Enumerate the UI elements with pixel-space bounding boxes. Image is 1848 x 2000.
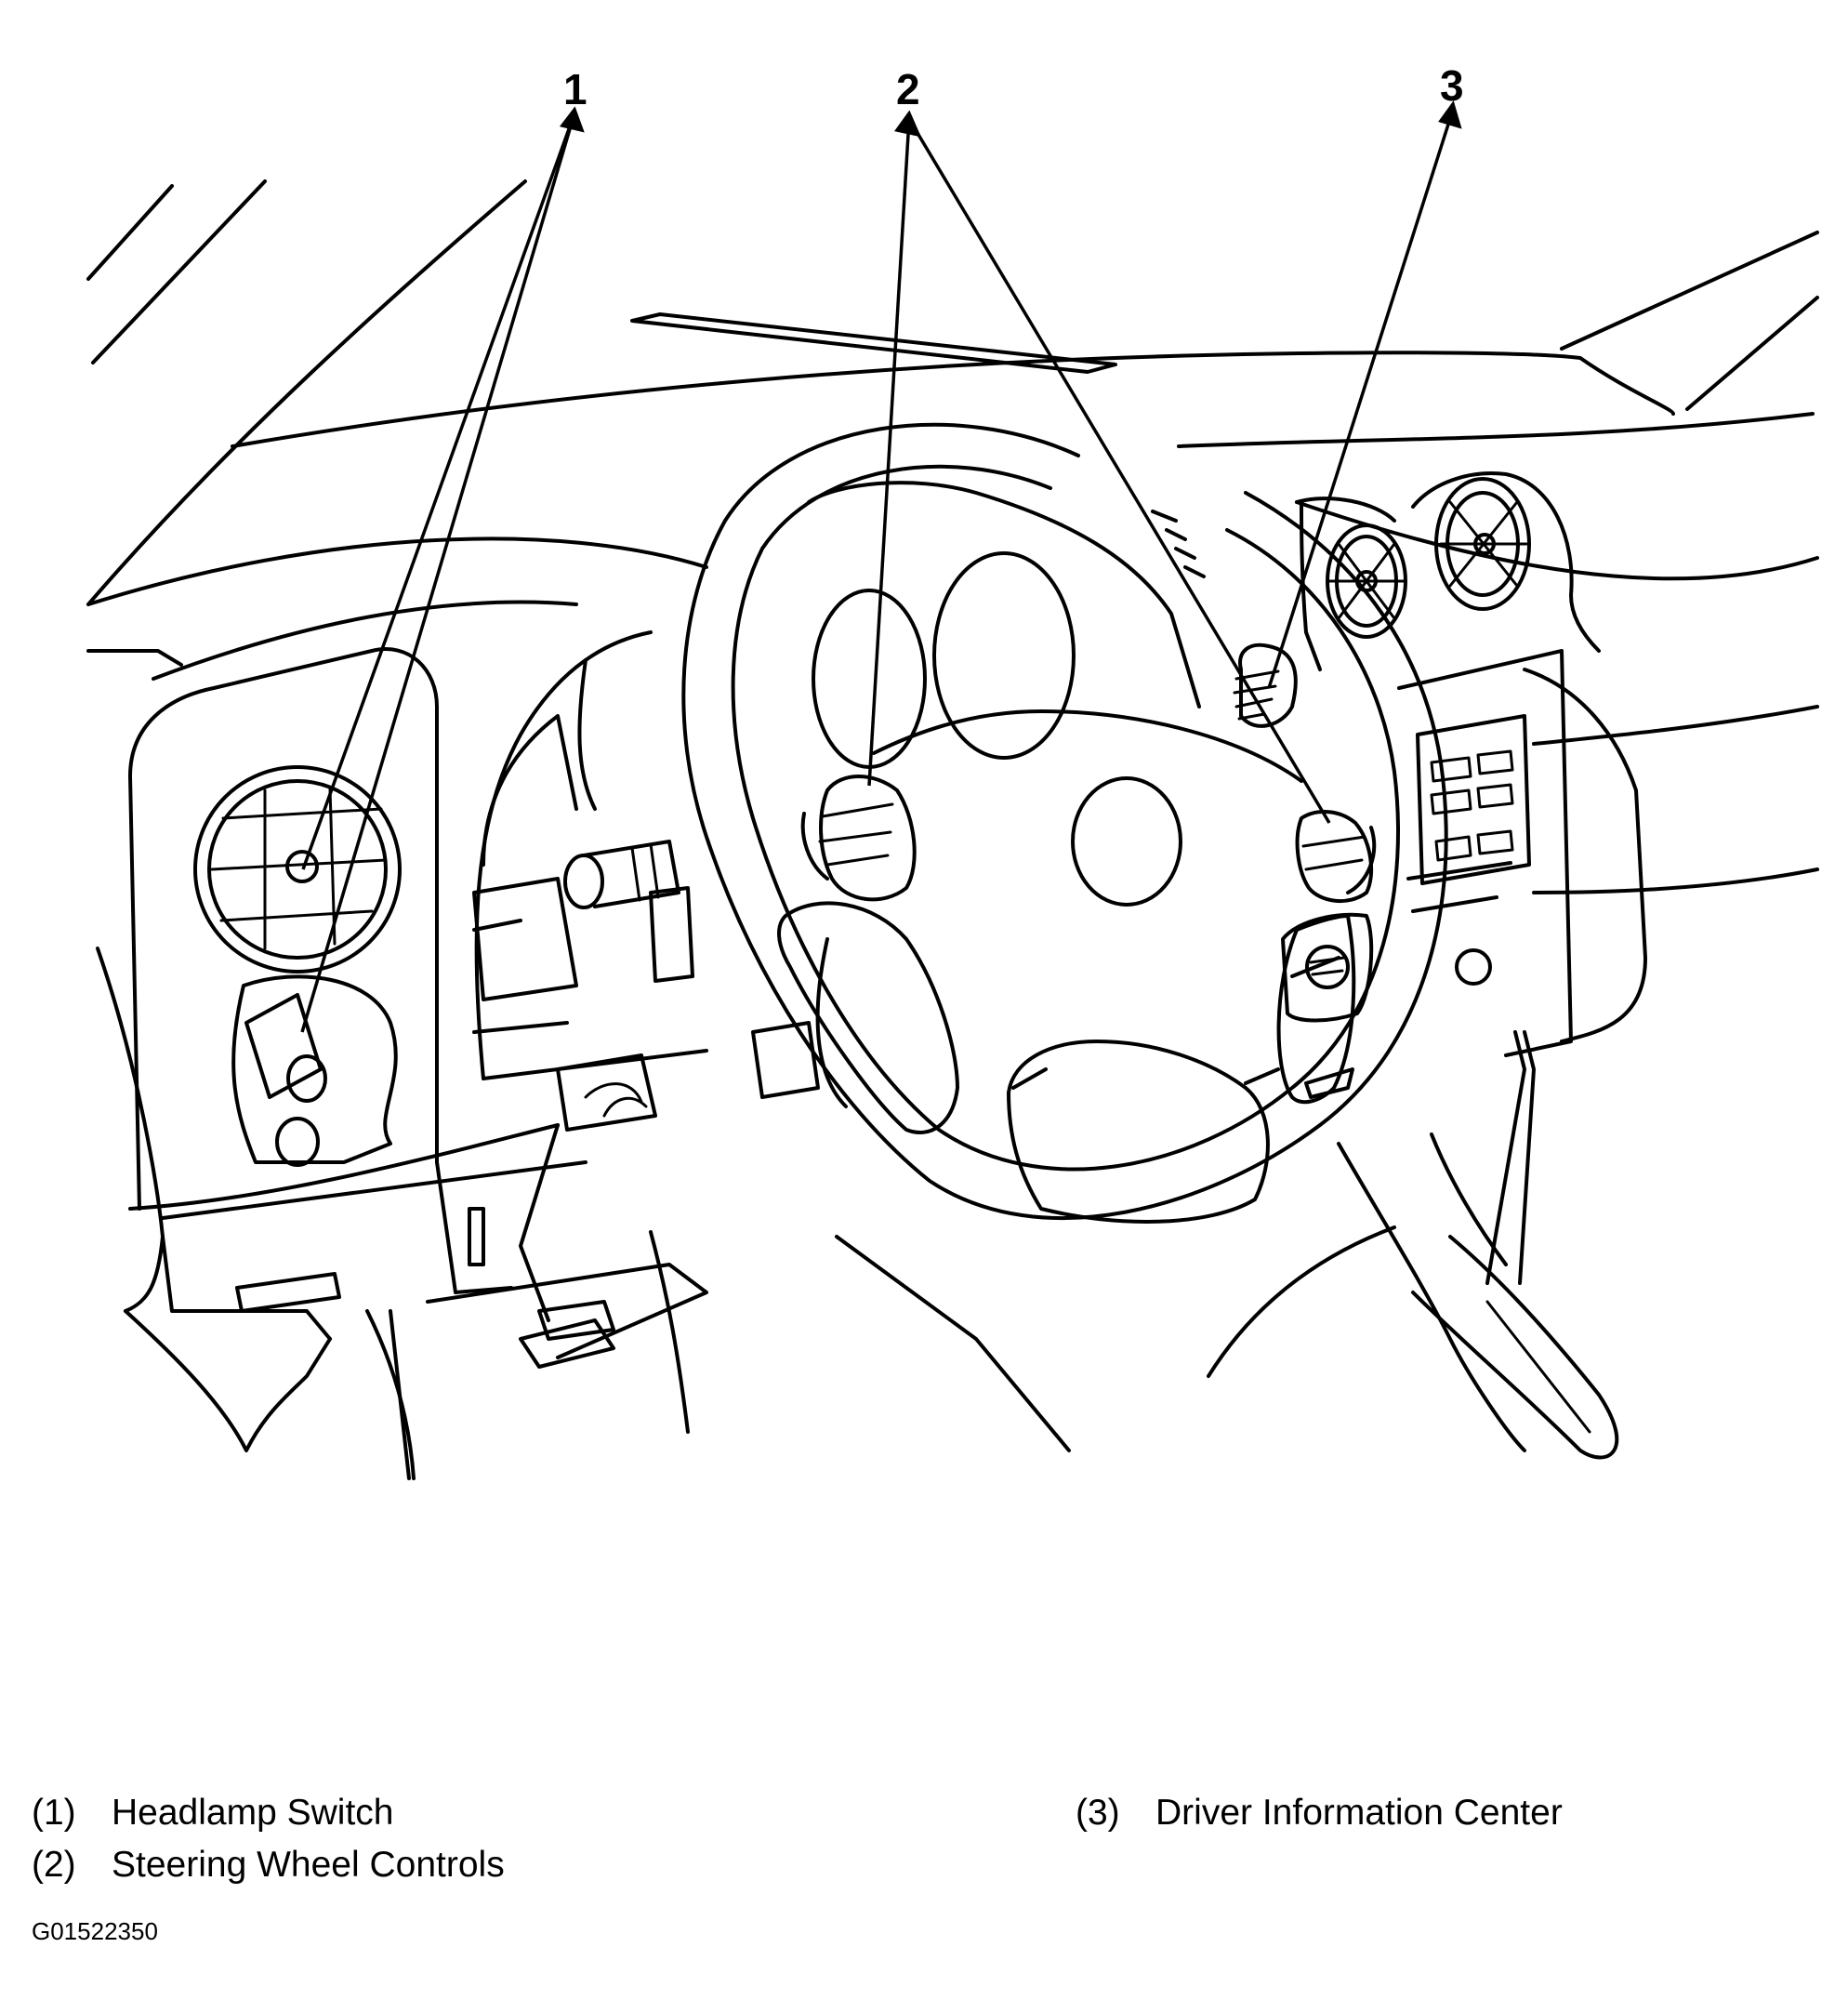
left-panel [86, 647, 587, 1238]
steering-wheel [681, 422, 1448, 1224]
windshield-lines [86, 179, 1819, 606]
leader-1b [300, 113, 576, 1033]
lower-left-trim [124, 1123, 708, 1480]
center-stack [1281, 471, 1647, 1460]
left-spoke-pad [777, 901, 959, 1134]
leader-3 [1267, 109, 1455, 689]
leader-2b [907, 118, 1331, 824]
lower-knob-icon [275, 1117, 320, 1167]
headlamp-switch-icon [244, 993, 327, 1103]
legend-label: Steering Wheel Controls [112, 1845, 505, 1885]
driver-info-center-display [1233, 669, 1280, 721]
legend-number: (3) [1076, 1793, 1120, 1833]
column-and-console [556, 937, 1526, 1452]
callout-leaders [300, 100, 1462, 1033]
legend-item-2: (2) Steering Wheel Controls [32, 1845, 505, 1886]
steering-wheel-controls-left-icon [818, 775, 917, 902]
instrument-cluster [472, 481, 1298, 1080]
leader-1 [301, 113, 576, 870]
steering-hub-circle [1071, 776, 1182, 907]
cruise-knob-icon [1305, 945, 1350, 989]
legend-label: Headlamp Switch [112, 1793, 394, 1833]
leader-2a [867, 118, 911, 787]
bottom-spoke-pad [1007, 1040, 1280, 1224]
figure-code: G01522350 [32, 1917, 158, 1945]
dashboard-diagram: 1 2 3 [86, 61, 1819, 1480]
legend-number: (1) [32, 1793, 76, 1833]
steering-wheel-controls-right-icon [1295, 810, 1374, 904]
turn-signal-stalk [563, 840, 680, 909]
callout-number-1: 1 [563, 65, 587, 113]
callout-number-3: 3 [1440, 61, 1464, 110]
vent-center-knob [285, 850, 319, 883]
legend-label: Driver Information Center [1155, 1793, 1563, 1833]
callout-number-2: 2 [896, 65, 920, 113]
legend-number: (2) [32, 1845, 76, 1885]
legend-item-3: (3) Driver Information Center [1076, 1793, 1563, 1834]
dashboard-top [86, 312, 1819, 894]
legend-item-1: (1) Headlamp Switch [32, 1793, 393, 1834]
